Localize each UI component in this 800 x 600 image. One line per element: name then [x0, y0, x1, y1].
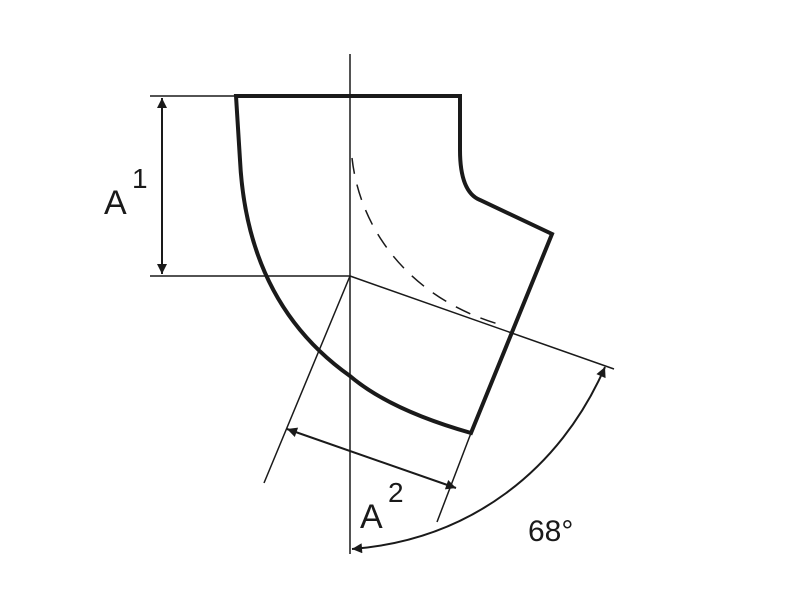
angle-label: 68°	[528, 515, 573, 548]
a2-dimension-arrow	[286, 427, 457, 490]
elbow-outline	[233, 94, 555, 436]
a2-label-index: 2	[388, 477, 404, 508]
a2-label-letter: A	[360, 498, 383, 536]
radial-reference-line	[349, 275, 615, 370]
a2-right-extension-line	[436, 432, 472, 523]
angle-arc	[351, 366, 606, 554]
a2-left-extension-line	[263, 275, 351, 484]
a1-label-letter: A	[104, 184, 127, 222]
inner-bend-dashed-line	[351, 157, 506, 327]
a1-label-index: 1	[132, 163, 148, 194]
